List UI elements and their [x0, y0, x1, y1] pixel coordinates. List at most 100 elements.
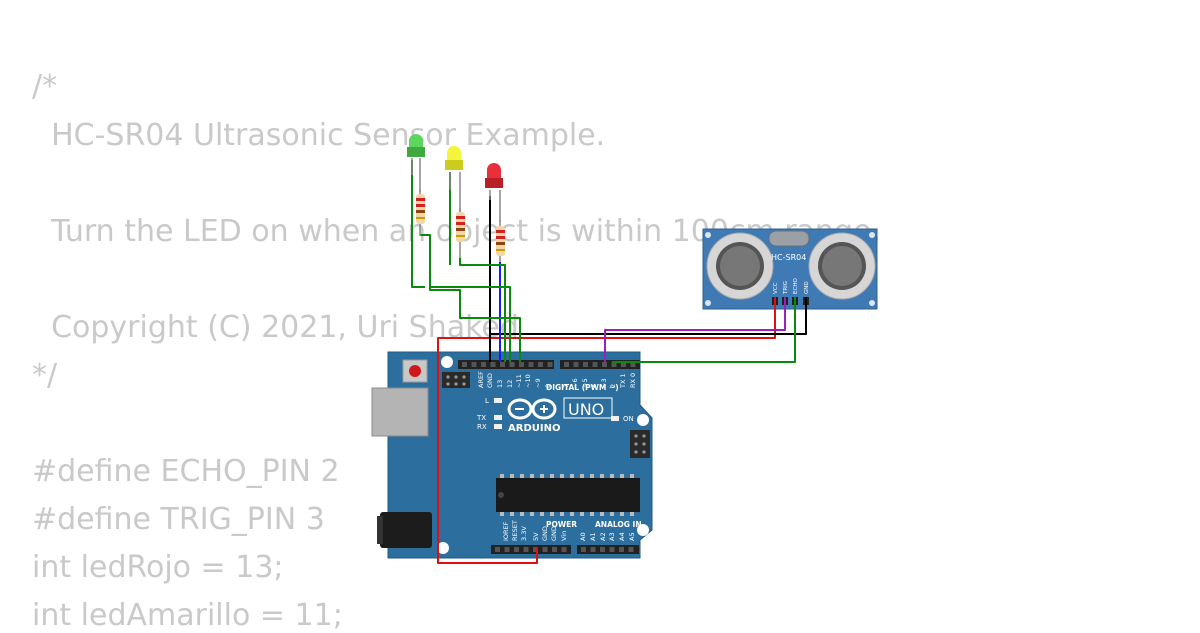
- mount-hole: [705, 300, 711, 306]
- header-pin: [523, 547, 529, 552]
- tx-led: [494, 415, 502, 420]
- header-pin: [495, 547, 500, 552]
- rx-label: RX: [477, 423, 487, 431]
- wire-trig-purple: [604, 297, 786, 362]
- sensor-pin-label: ECHO: [793, 278, 799, 294]
- code-line: int ledAmarillo = 11;: [32, 598, 343, 633]
- wire-echo-green: [612, 297, 796, 363]
- chip-pin: [550, 512, 554, 516]
- resistor-green: [416, 190, 425, 236]
- digital-pin-label: 8: [544, 384, 552, 388]
- mount-hole: [705, 232, 711, 238]
- power-pin-label: 3.3V: [520, 526, 528, 541]
- tx-label: TX: [476, 414, 486, 422]
- digital-pin-label: ~6: [571, 378, 579, 388]
- chip-pin: [630, 512, 634, 516]
- header-pin: [542, 547, 548, 552]
- sensor-label: HC-SR04: [771, 253, 806, 262]
- digital-pin-label: 7: [562, 384, 570, 388]
- chip-pin: [610, 474, 614, 478]
- analog-pin-label: A2: [599, 532, 607, 541]
- chip-pin: [620, 512, 624, 516]
- mount-hole: [869, 300, 875, 306]
- digital-pin-label: ~5: [581, 378, 589, 388]
- header-pin: [573, 362, 579, 367]
- header-pin: [514, 547, 519, 552]
- code-line: #define TRIG_PIN 3: [32, 502, 325, 537]
- icsp-header-2: [630, 430, 650, 458]
- arduino-uno-board[interactable]: L TX RX ON UNO ARDUINO DIGITAL (PWM ~) P…: [371, 351, 653, 559]
- uno-box: [563, 397, 613, 419]
- digital-header-pins: [462, 362, 636, 367]
- digital-pin-label: 12: [506, 380, 514, 388]
- wire-led-gnd-green: [411, 160, 425, 288]
- chip-pin: [520, 512, 524, 516]
- arduino-logo-icon: [507, 398, 557, 420]
- digital-pin-label: GND: [486, 373, 494, 388]
- header-pin: [471, 362, 477, 367]
- header-pin: [528, 362, 534, 367]
- chip-pin: [570, 512, 574, 516]
- power-jack: [377, 512, 432, 548]
- chip-pin: [540, 474, 544, 478]
- digital-pin-label: ~10: [524, 374, 532, 388]
- chip-pin: [580, 474, 584, 478]
- receiver-transducer: [808, 232, 876, 300]
- header-pin: [602, 362, 607, 367]
- uno-label: UNO: [568, 400, 604, 419]
- header-pin: [600, 547, 605, 552]
- header-pin: [583, 362, 588, 367]
- sensor-pin-label: TRIG: [783, 281, 789, 295]
- usb-port: [371, 387, 429, 437]
- header-pin: [500, 362, 505, 367]
- header-pin: [538, 362, 543, 367]
- chip-pin: [600, 512, 604, 516]
- chip-pin: [500, 474, 504, 478]
- digital-pin-label: TX 1: [619, 373, 627, 389]
- chip-pin: [590, 512, 594, 516]
- led-red[interactable]: [485, 163, 503, 222]
- mount-hole: [437, 542, 449, 554]
- digital-pin-label: 4: [590, 384, 598, 388]
- led-green[interactable]: [407, 134, 425, 192]
- power-pin-label: IOREF: [502, 521, 510, 541]
- l-led: [494, 398, 502, 403]
- power-pin-label: Vin: [560, 531, 568, 541]
- chip-pin: [620, 474, 624, 478]
- crystal-oscillator: [768, 230, 810, 247]
- header-pin: [628, 547, 634, 552]
- wire-5v-red: [437, 297, 776, 564]
- l-label: L: [485, 397, 489, 405]
- chip-pin: [560, 512, 564, 516]
- chip-pin: [610, 512, 614, 516]
- header-pin: [509, 362, 515, 367]
- mount-hole: [637, 414, 649, 426]
- chip-pins: [500, 474, 634, 516]
- power-header-pins: [495, 547, 634, 552]
- chip-pin: [540, 512, 544, 516]
- header-pin: [504, 547, 510, 552]
- power-header[interactable]: [491, 545, 639, 554]
- header-pin: [552, 547, 557, 552]
- analog-pin-label: A0: [579, 532, 587, 541]
- chip-pin: [500, 512, 504, 516]
- on-led: [611, 416, 619, 421]
- header-pin: [609, 547, 615, 552]
- header-pin: [611, 362, 617, 367]
- header-pin: [462, 362, 467, 367]
- digital-pin-label: RX 0: [629, 373, 637, 388]
- led-yellow[interactable]: [445, 146, 463, 212]
- code-line: #define ECHO_PIN 2: [32, 454, 340, 489]
- digital-pin-label: ~3: [600, 378, 608, 388]
- reset-button[interactable]: [402, 359, 428, 383]
- digital-header[interactable]: [458, 360, 640, 369]
- wires: [411, 160, 807, 564]
- analog-pin-label: A4: [618, 532, 626, 541]
- analog-pin-label: A5: [628, 532, 636, 541]
- chip-pin: [590, 474, 594, 478]
- header-pin: [621, 362, 626, 367]
- transmitter-transducer: [706, 232, 774, 300]
